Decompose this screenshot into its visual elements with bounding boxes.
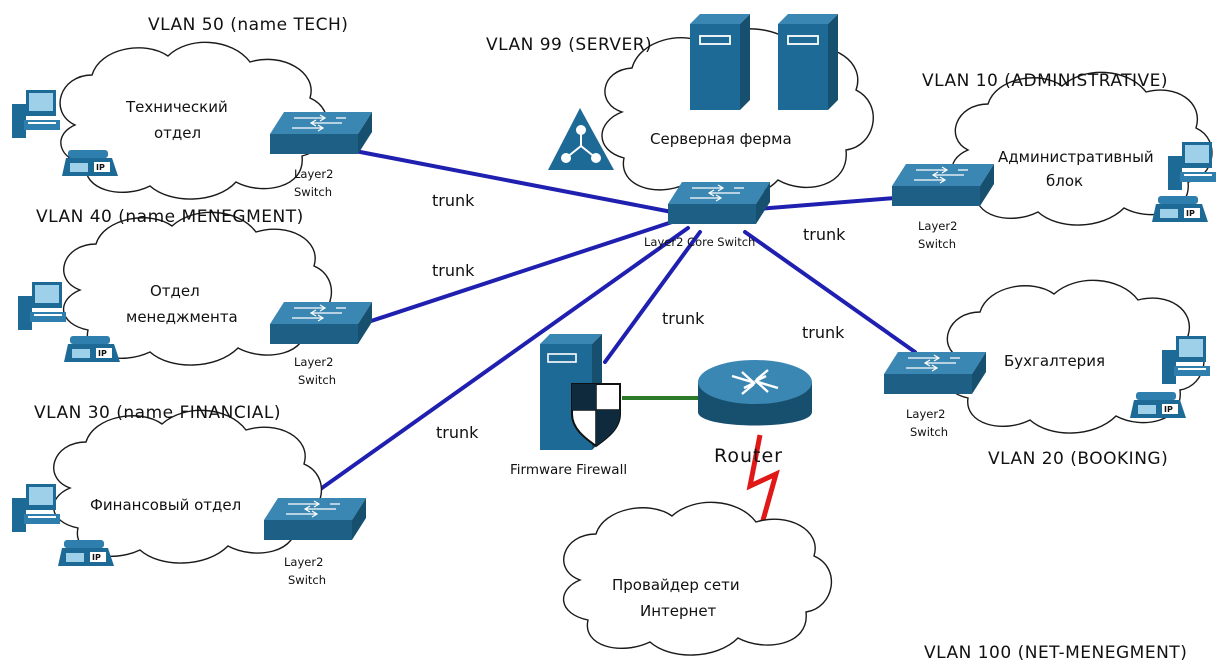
firewall: Firmware Firewall [510, 334, 627, 478]
vlan-label-menegment: VLAN 40 (name MENEGMENT) [36, 207, 304, 227]
svg-text:Layer2: Layer2 [918, 219, 957, 233]
switch-finance: Layer2 Switch [263, 497, 367, 587]
vlan-labels: VLAN 50 (name TECH) VLAN 99 (SERVER) VLA… [34, 15, 1187, 663]
department-labels: Технический отдел Отдел менеджмента Фина… [90, 98, 1154, 620]
vlan-label-admin: VLAN 10 (ADMINISTRATIVE) [922, 71, 1168, 91]
svg-text:Switch: Switch [918, 237, 956, 251]
trunk-label-admin: trunk [803, 225, 846, 244]
trunk-link-finance [303, 226, 690, 502]
dept-label-server-farm: Серверная ферма [650, 130, 792, 148]
firewall-label: Firmware Firewall [510, 462, 627, 478]
pc-icon [12, 90, 60, 138]
switch-management: Layer2 Switch [269, 301, 373, 387]
vlan-label-financial: VLAN 30 (name FINANCIAL) [34, 403, 281, 423]
dept-label-management-2: менеджмента [126, 308, 238, 326]
svg-text:IP: IP [98, 349, 107, 358]
svg-text:Switch: Switch [910, 425, 948, 439]
trunk-link-firewall [603, 230, 702, 364]
pc-icon [12, 484, 60, 532]
svg-text:Layer2: Layer2 [294, 167, 333, 181]
trunk-link-booking [743, 230, 917, 354]
switch-icon [269, 301, 373, 345]
svg-text:IP: IP [92, 553, 101, 562]
trunk-label-booking: trunk [802, 323, 845, 342]
server-icon [689, 13, 751, 111]
vlan-label-net: VLAN 100 (NET-MENEGMENT) [924, 643, 1187, 663]
ip-phone-icon: IP [62, 150, 118, 176]
svg-text:Layer2 Core Switch: Layer2 Core Switch [644, 235, 755, 249]
trunk-link-admin [743, 196, 897, 212]
dept-label-management: Отдел [150, 282, 200, 300]
router: Router [698, 360, 812, 467]
switch-admin: Layer2 Switch [891, 163, 995, 251]
switch-tech: Layer2 Switch [269, 111, 373, 199]
ip-phone-icon: IP [58, 540, 114, 566]
server-farm [548, 13, 839, 170]
cloud-isp [562, 501, 833, 656]
ip-phone-icon: IP [1152, 196, 1208, 222]
clouds [52, 28, 1213, 656]
switch-core: Layer2 Core Switch [644, 181, 771, 249]
router-label: Router [714, 445, 783, 467]
trunk-link-management [366, 220, 674, 324]
vlan-label-tech: VLAN 50 (name TECH) [148, 15, 348, 35]
end-devices: IP IP IP IP IP [12, 90, 1216, 566]
trunk-label-tech: trunk [432, 191, 475, 210]
wan-link [746, 434, 780, 539]
dept-label-isp-2: Интернет [640, 602, 717, 620]
svg-text:IP: IP [96, 163, 105, 172]
svg-text:IP: IP [1164, 405, 1173, 414]
trunk-labels: trunk trunk trunk trunk trunk trunk [432, 191, 846, 442]
firewall-icon [540, 334, 621, 450]
dept-label-admin-2: блок [1046, 172, 1083, 190]
directory-server-icon [548, 108, 614, 170]
dept-label-isp: Провайдер сети [612, 576, 740, 594]
router-icon [698, 360, 812, 426]
pc-icon [18, 282, 66, 330]
trunk-label-firewall: trunk [662, 309, 705, 328]
links [303, 148, 917, 539]
dept-label-admin: Административный [998, 148, 1154, 166]
trunk-label-management: trunk [432, 261, 475, 280]
svg-text:Layer2: Layer2 [906, 407, 945, 421]
ip-phone-icon: IP [1130, 392, 1186, 418]
dept-label-tech: Технический [125, 98, 228, 116]
switches: Layer2 Switch Layer2 Switch Layer2 Switc… [263, 111, 995, 587]
ip-phone-icon: IP [64, 336, 120, 362]
cloud-management [62, 211, 333, 366]
svg-text:Switch: Switch [288, 573, 326, 587]
svg-text:IP: IP [1186, 209, 1195, 218]
svg-text:Layer2: Layer2 [284, 555, 323, 569]
dept-label-booking: Бухгалтерия [1004, 352, 1105, 370]
switch-booking: Layer2 Switch [883, 351, 987, 439]
svg-text:Layer2: Layer2 [294, 355, 333, 369]
server-icon [777, 13, 839, 111]
switch-icon [883, 351, 987, 395]
switch-icon [667, 181, 771, 225]
svg-text:Switch: Switch [298, 373, 336, 387]
dept-label-finance: Финансовый отдел [90, 496, 241, 514]
switch-icon [269, 111, 373, 155]
trunk-link-tech [348, 148, 674, 214]
svg-text:Switch: Switch [294, 185, 332, 199]
switch-icon [891, 163, 995, 207]
vlan-label-server: VLAN 99 (SERVER) [486, 35, 652, 55]
switch-icon [263, 497, 367, 541]
trunk-label-finance: trunk [436, 423, 479, 442]
vlan-label-booking: VLAN 20 (BOOKING) [988, 449, 1168, 469]
dept-label-tech-2: отдел [154, 124, 201, 142]
